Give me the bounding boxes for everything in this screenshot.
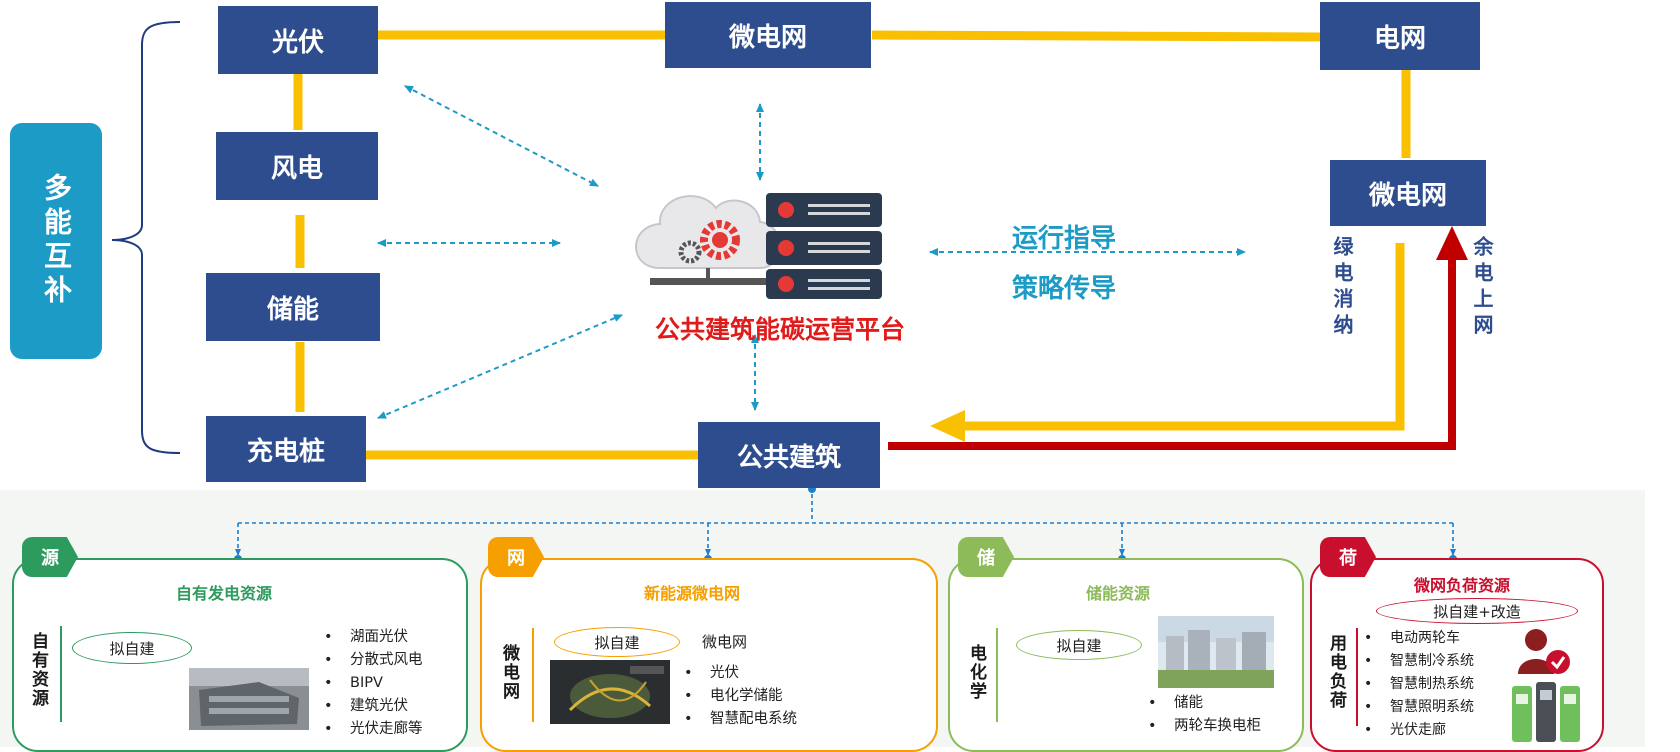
- grid-title: 新能源微电网: [644, 584, 741, 603]
- grid-item: 电化学储能: [684, 685, 797, 708]
- load-item: 电动两轮车: [1364, 627, 1474, 650]
- wind-box: 风电: [216, 132, 378, 200]
- charging-pile-box: 充电桩: [206, 416, 366, 482]
- storage-box: 储能: [206, 273, 380, 341]
- load-divider: [1356, 628, 1358, 726]
- source-item-list: 湖面光伏 分散式风电 BIPV 建筑光伏 光伏走廊等: [324, 626, 423, 741]
- grid-item-list: 光伏 电化学储能 智慧配电系统: [684, 662, 797, 731]
- source-item: 建筑光伏: [324, 695, 423, 718]
- storage-item-list: 储能 两轮车换电柜: [1148, 692, 1261, 738]
- grid-item: 光伏: [684, 662, 797, 685]
- guide-operation: 运行指导: [1012, 224, 1117, 254]
- grid-box: 电网: [1320, 2, 1480, 70]
- charging-pile-icon: [1512, 682, 1580, 742]
- surplus-to-grid-label: 余电上网: [1470, 236, 1494, 340]
- source-item: 湖面光伏: [324, 626, 423, 649]
- load-title: 微网负荷资源: [1414, 576, 1511, 595]
- grid-aerial-photo: [550, 660, 670, 724]
- storage-item: 两轮车换电柜: [1148, 715, 1261, 738]
- red-feed-in-line: [888, 258, 1456, 450]
- source-tab: 源: [22, 537, 78, 577]
- storage-plan-pill: 拟自建: [1016, 630, 1142, 660]
- source-item: 分散式风电: [324, 649, 423, 672]
- source-building-photo: [189, 668, 309, 730]
- storage-title: 储能资源: [1086, 584, 1151, 603]
- storage-campus-photo: [1158, 616, 1274, 688]
- grid-item: 智慧配电系统: [684, 708, 797, 731]
- pv-box: 光伏: [218, 6, 378, 74]
- microgrid-top-box: 微电网: [665, 2, 871, 68]
- source-item: 光伏走廊等: [324, 718, 423, 741]
- platform-title: 公共建筑能碳运营平台: [655, 315, 906, 344]
- source-title: 自有发电资源: [176, 584, 273, 603]
- load-vertical-label: 用电负荷: [1326, 634, 1346, 710]
- load-item: 智慧制热系统: [1364, 673, 1474, 696]
- green-power-consumption-label: 绿电消纳: [1330, 236, 1354, 340]
- source-plan-pill: 拟自建: [72, 632, 192, 664]
- cloud-server-icon: [635, 193, 882, 299]
- server-rack: [766, 193, 882, 299]
- grid-divider: [532, 628, 534, 722]
- load-item: 智慧制冷系统: [1364, 650, 1474, 673]
- source-item: BIPV: [324, 672, 423, 695]
- storage-tab: 储: [958, 537, 1014, 577]
- source-vertical-label: 自有资源: [28, 632, 48, 708]
- guide-strategy: 策略传导: [1012, 274, 1117, 304]
- load-tab: 荷: [1320, 537, 1376, 577]
- grid-vertical-label: 微电网: [499, 644, 519, 701]
- user-check-icon: [1518, 629, 1570, 674]
- grid-tab: 网: [488, 537, 544, 577]
- yellow-trunk-lines: [293, 30, 1411, 460]
- tree-nodes: [234, 485, 1457, 563]
- distribution-tree: [235, 487, 1456, 556]
- multi-energy-tag: 多能互补: [10, 123, 102, 359]
- grid-plan-pill: 拟自建: [554, 627, 680, 657]
- grid-pill-note: 微电网: [702, 633, 748, 651]
- red-arrowhead: [1436, 226, 1468, 260]
- load-item-list: 电动两轮车 智慧制冷系统 智慧制热系统 智慧照明系统 光伏走廊: [1364, 627, 1474, 742]
- brace-line: [111, 21, 181, 454]
- storage-vertical-label: 电化学: [966, 644, 986, 701]
- load-item: 智慧照明系统: [1364, 696, 1474, 719]
- gear-icon: [678, 220, 740, 264]
- storage-divider: [996, 628, 998, 722]
- blue-dashed-arrows: [377, 85, 1246, 419]
- load-plan-pill: 拟自建+改造: [1376, 598, 1578, 624]
- storage-item: 储能: [1148, 692, 1261, 715]
- microgrid-right-box: 微电网: [1330, 160, 1486, 226]
- public-building-box: 公共建筑: [698, 422, 880, 488]
- load-item: 光伏走廊: [1364, 719, 1474, 742]
- source-divider: [60, 626, 62, 722]
- yellow-arrowhead: [930, 410, 965, 442]
